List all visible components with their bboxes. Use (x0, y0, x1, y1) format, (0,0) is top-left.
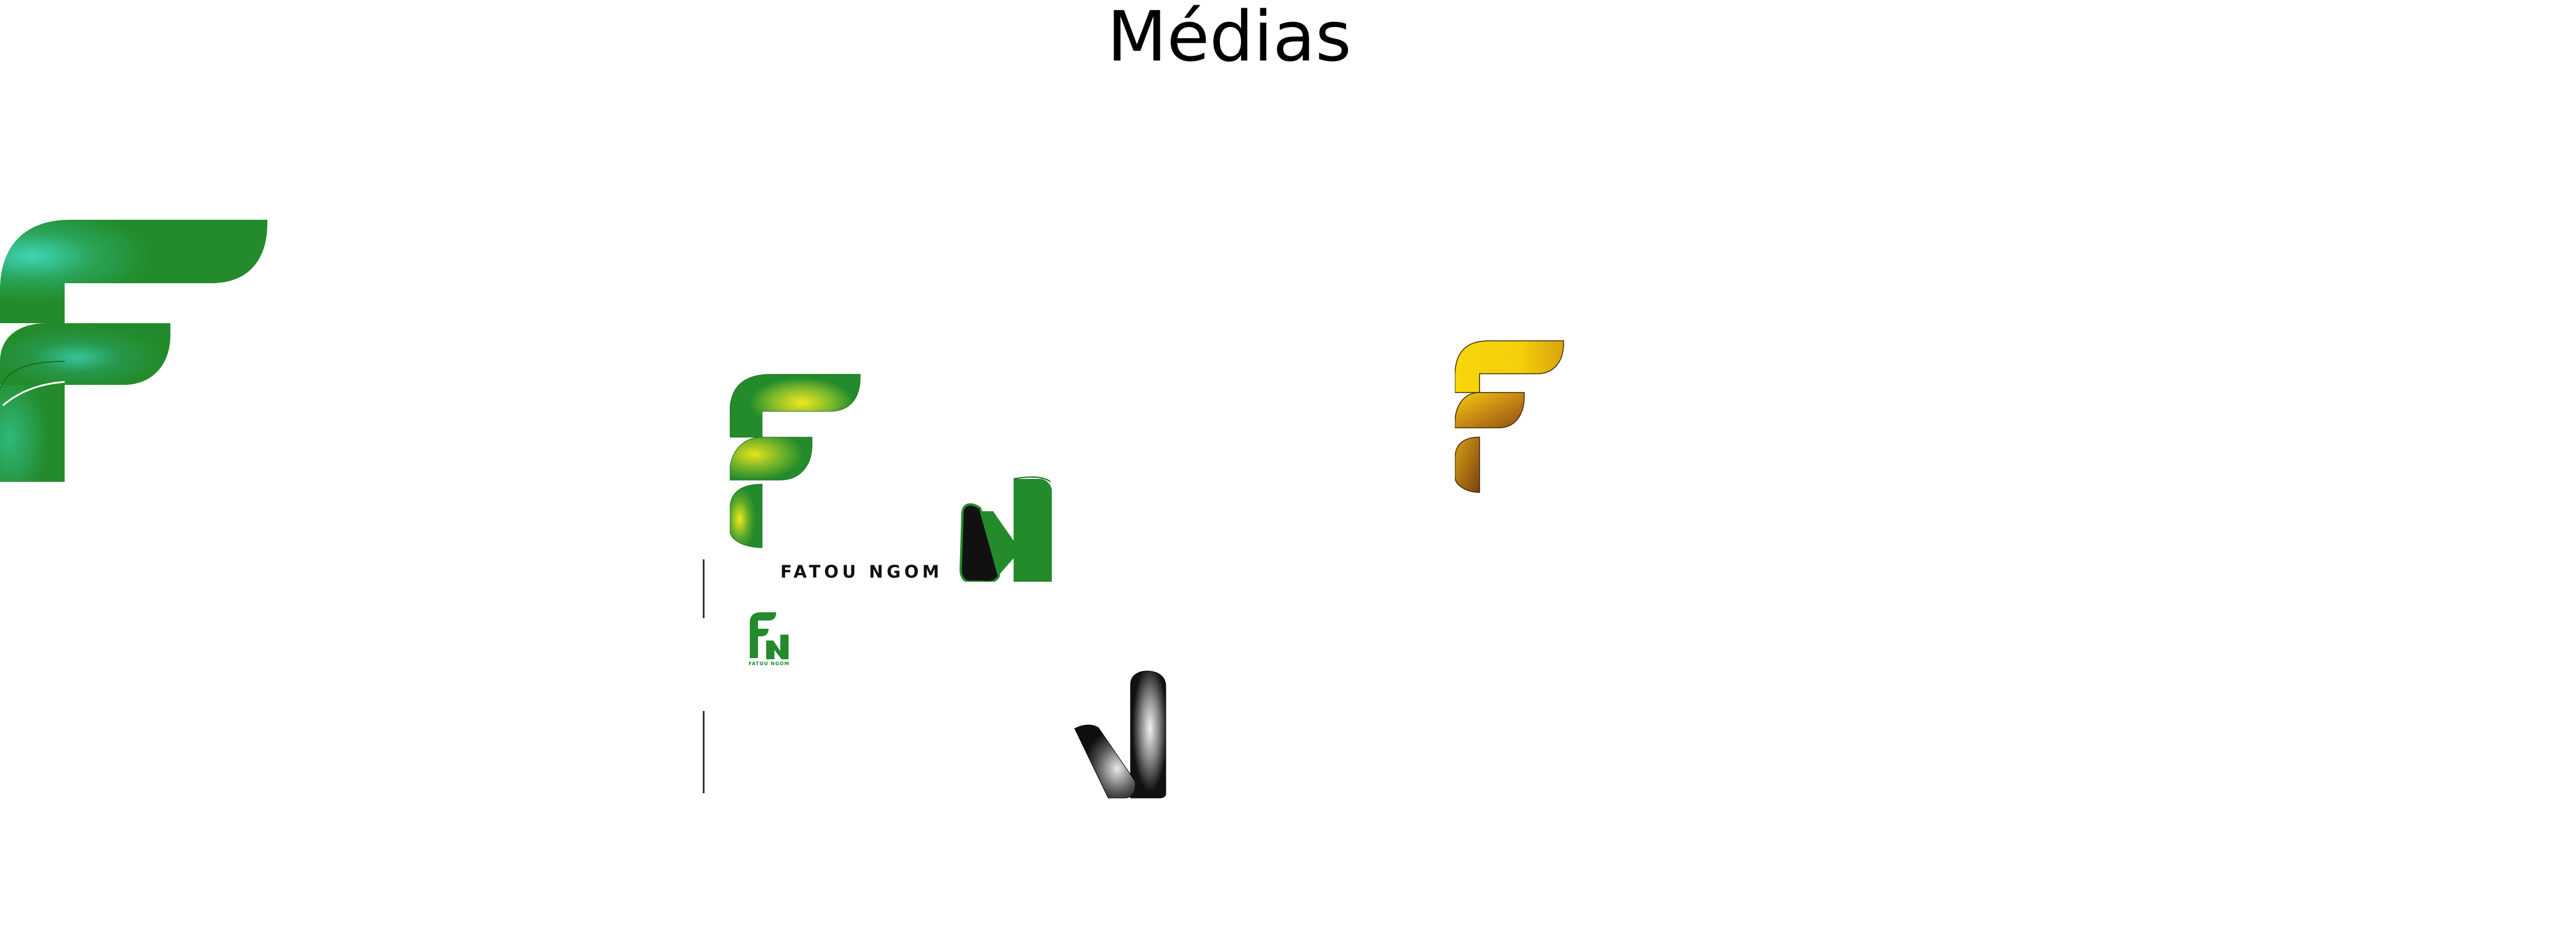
green-n-logo (959, 476, 1052, 582)
page-title: Médias (1107, 0, 1351, 77)
brand-name: FATOU NGOM (780, 562, 943, 582)
fn-mini-logo (750, 612, 789, 659)
divider-line (703, 559, 705, 618)
green-yellow-f-logo (730, 374, 861, 548)
fn-mini-caption: FATOU NGOM (749, 661, 790, 666)
black-n-logo (1074, 670, 1166, 799)
gold-f-logo (1455, 340, 1564, 493)
big-green-f-logo (0, 220, 267, 482)
divider-line (703, 711, 705, 793)
